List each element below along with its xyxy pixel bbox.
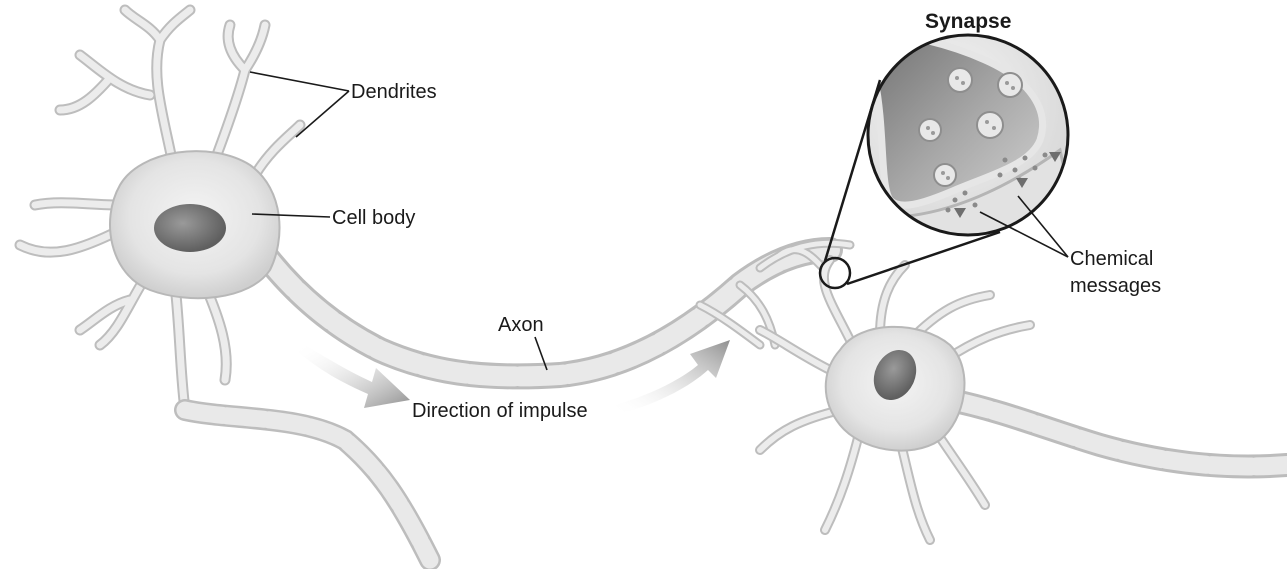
chemical-label-line2: messages [1070, 274, 1161, 298]
left-nucleus [154, 204, 226, 252]
leader-dendrites-b [296, 91, 349, 137]
chemical-label-line1: Chemical [1070, 247, 1153, 271]
synapse-title: Synapse [925, 10, 1011, 34]
axon-label: Axon [498, 313, 544, 337]
leader-dendrites-a [250, 72, 349, 91]
cell-body-label: Cell body [332, 206, 415, 230]
axon-body [265, 250, 830, 376]
leader-chemical-b [1018, 196, 1068, 257]
right-neuron [760, 260, 1287, 540]
dendrites-label: Dendrites [351, 80, 437, 104]
synapse-callout [820, 30, 1080, 288]
direction-label: Direction of impulse [412, 399, 588, 423]
zoom-line-bottom [847, 232, 1000, 284]
